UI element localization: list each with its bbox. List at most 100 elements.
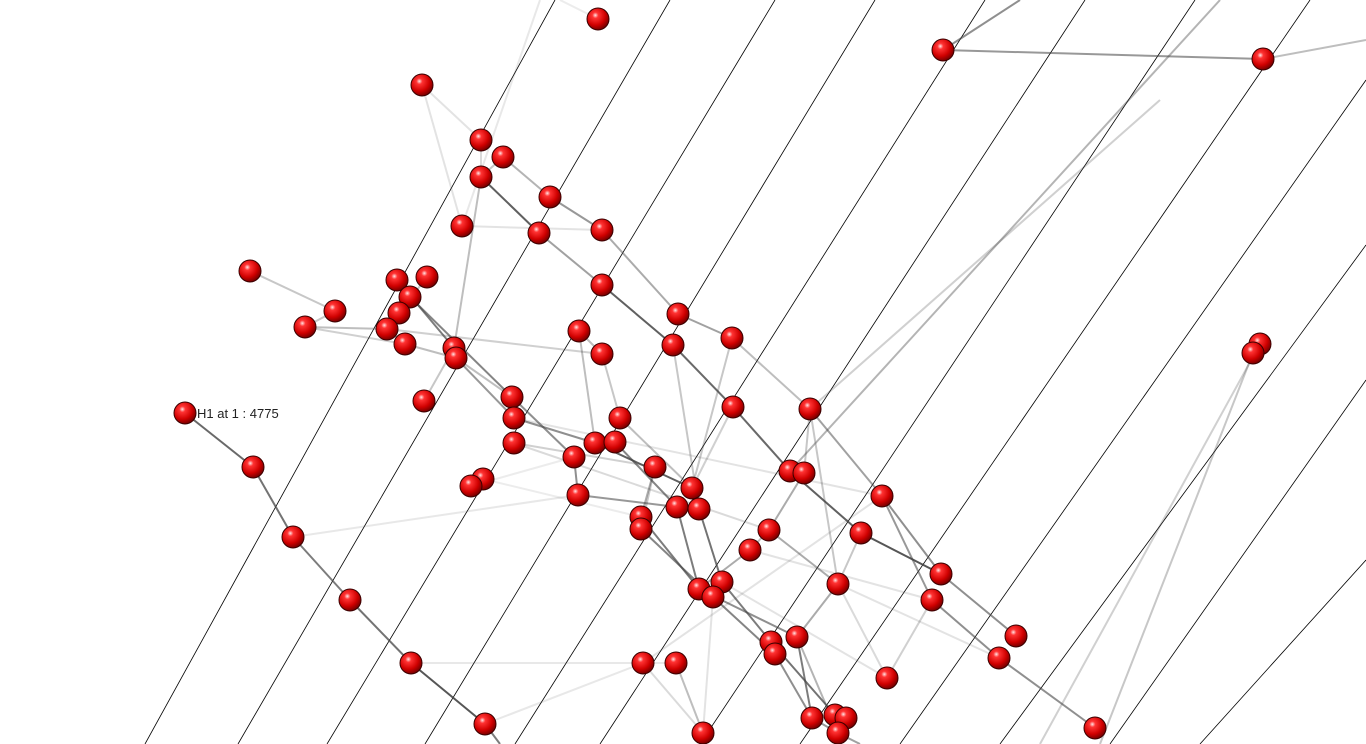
graph-node[interactable] xyxy=(469,128,493,152)
graph-node[interactable] xyxy=(500,385,524,409)
graph-node[interactable] xyxy=(387,301,411,325)
graph-node[interactable] xyxy=(629,517,653,541)
guide-line xyxy=(1109,379,1366,744)
graph-node[interactable] xyxy=(1004,624,1028,648)
graph-node[interactable] xyxy=(987,646,1011,670)
graph-edge xyxy=(577,494,678,508)
graph-node[interactable] xyxy=(757,518,781,542)
graph-node[interactable] xyxy=(398,285,422,309)
graph-edge xyxy=(1039,343,1261,744)
graph-node[interactable] xyxy=(410,73,434,97)
graph-node[interactable] xyxy=(412,389,436,413)
graph-edge xyxy=(410,662,486,725)
graph-node[interactable] xyxy=(586,7,610,31)
graph-node[interactable] xyxy=(491,145,515,169)
graph-node[interactable] xyxy=(608,406,632,430)
graph-edge xyxy=(809,408,839,585)
graph-node[interactable] xyxy=(798,397,822,421)
graph-node[interactable] xyxy=(338,588,362,612)
graph-node[interactable] xyxy=(293,315,317,339)
graph-node[interactable] xyxy=(502,406,526,430)
graph-node[interactable] xyxy=(691,721,715,744)
graph-edge xyxy=(538,232,603,286)
graph-edge xyxy=(461,0,541,227)
graph-node[interactable] xyxy=(701,585,725,609)
graph-node[interactable] xyxy=(920,588,944,612)
graph-node[interactable] xyxy=(603,430,627,454)
graph-node[interactable] xyxy=(931,38,955,62)
graph-node[interactable] xyxy=(393,332,417,356)
graph-node[interactable] xyxy=(800,706,824,730)
graph-node[interactable] xyxy=(1083,716,1107,740)
graph-node[interactable] xyxy=(444,346,468,370)
graph-node[interactable] xyxy=(763,642,787,666)
graph-edge xyxy=(881,495,933,601)
graph-edge xyxy=(837,583,1000,659)
graph-node[interactable] xyxy=(720,326,744,350)
graph-node[interactable] xyxy=(687,497,711,521)
graph-edge xyxy=(774,653,813,719)
graph-node[interactable] xyxy=(469,165,493,189)
graph-nodes[interactable] xyxy=(173,7,1275,744)
graph-node[interactable] xyxy=(583,431,607,455)
graph-node[interactable] xyxy=(826,572,850,596)
graph-edge xyxy=(998,657,1096,729)
graph-node[interactable] xyxy=(415,265,439,289)
graph-node[interactable] xyxy=(459,474,483,498)
graph-edge xyxy=(642,662,704,734)
graph-edge xyxy=(796,636,813,719)
guide-line xyxy=(237,0,671,744)
guide-line xyxy=(326,0,776,744)
graph-edge xyxy=(691,406,734,489)
graph-node[interactable] xyxy=(643,455,667,479)
graph-node[interactable] xyxy=(738,538,762,562)
graph-edge xyxy=(731,337,811,410)
graph-edge xyxy=(672,344,734,408)
graph-node[interactable] xyxy=(666,302,690,326)
graph-node[interactable] xyxy=(567,319,591,343)
graph-edge xyxy=(513,442,770,531)
graph-edge xyxy=(942,49,1264,60)
graph-edge xyxy=(619,417,693,489)
guide-line xyxy=(144,0,556,744)
graph-node[interactable] xyxy=(173,401,197,425)
graph-node[interactable] xyxy=(385,268,409,292)
graph-node[interactable] xyxy=(241,455,265,479)
graph-edge xyxy=(1262,39,1366,60)
graph-node[interactable] xyxy=(590,342,614,366)
graph-node[interactable] xyxy=(473,712,497,736)
graph-node[interactable] xyxy=(929,562,953,586)
graph-node[interactable] xyxy=(870,484,894,508)
graph-node[interactable] xyxy=(502,431,526,455)
graph-edge xyxy=(601,229,679,315)
graph-node[interactable] xyxy=(566,483,590,507)
graph-edge xyxy=(721,581,772,643)
graph-node[interactable] xyxy=(665,495,689,519)
graph-node[interactable] xyxy=(661,333,685,357)
graph-node[interactable] xyxy=(562,445,586,469)
graph-node[interactable] xyxy=(792,461,816,485)
graph-node[interactable] xyxy=(631,651,655,675)
graph-node[interactable] xyxy=(375,317,399,341)
graph-node[interactable] xyxy=(826,721,850,744)
graph-node[interactable] xyxy=(1241,341,1265,365)
graph-node[interactable] xyxy=(399,651,423,675)
graph-node[interactable] xyxy=(527,221,551,245)
graph-node[interactable] xyxy=(1251,47,1275,71)
graph-node[interactable] xyxy=(238,259,262,283)
graph-node[interactable] xyxy=(590,218,614,242)
graph-node[interactable] xyxy=(680,476,704,500)
graph-node[interactable] xyxy=(538,185,562,209)
graph-node[interactable] xyxy=(785,625,809,649)
graph-node[interactable] xyxy=(450,214,474,238)
graph-edge xyxy=(421,84,482,141)
graph-node[interactable] xyxy=(664,651,688,675)
graph-node[interactable] xyxy=(323,299,347,323)
graph-node[interactable] xyxy=(590,273,614,297)
graph-node[interactable] xyxy=(849,521,873,545)
graph-node[interactable] xyxy=(875,666,899,690)
graph-node[interactable] xyxy=(721,395,745,419)
graph-node[interactable] xyxy=(281,525,305,549)
